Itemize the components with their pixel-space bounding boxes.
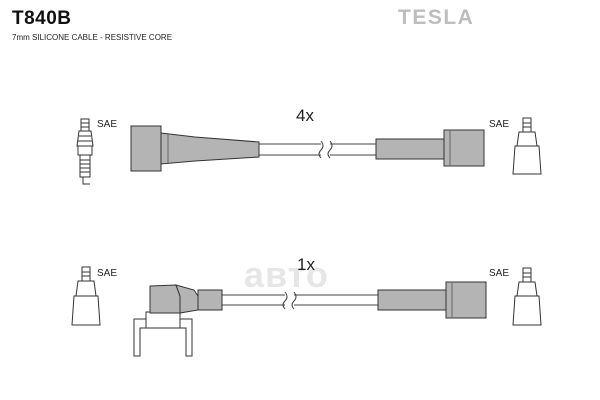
part-number-title: T840B [12,8,72,29]
terminal-label: SAE [97,268,117,279]
terminal-label: SAE [489,268,509,279]
brand-logo-text: TESLA [398,6,475,29]
sae-terminal-icon [71,266,101,326]
coil-boot-right [377,281,487,319]
watermark-text: авто [244,254,329,295]
cable-segment [259,140,376,159]
coil-boot-right [375,129,485,167]
quantity-label: 4x [296,106,314,125]
terminal-label: SAE [489,119,509,130]
angled-boot-with-bracket [133,284,223,357]
cable-assembly-4x: SAE 4x SA [76,106,542,185]
spark-plug-icon [76,118,94,185]
cable-segment [222,291,378,310]
cable-assembly-1x: SAE 1x [71,255,542,357]
quantity-label: 1x [297,255,315,274]
terminal-label: SAE [97,119,117,130]
sae-terminal-icon [512,117,542,175]
plug-boot-left [130,125,260,172]
sae-terminal-icon [512,267,542,326]
cable-description: 7mm SILICONE CABLE - RESISTIVE CORE [12,33,173,42]
